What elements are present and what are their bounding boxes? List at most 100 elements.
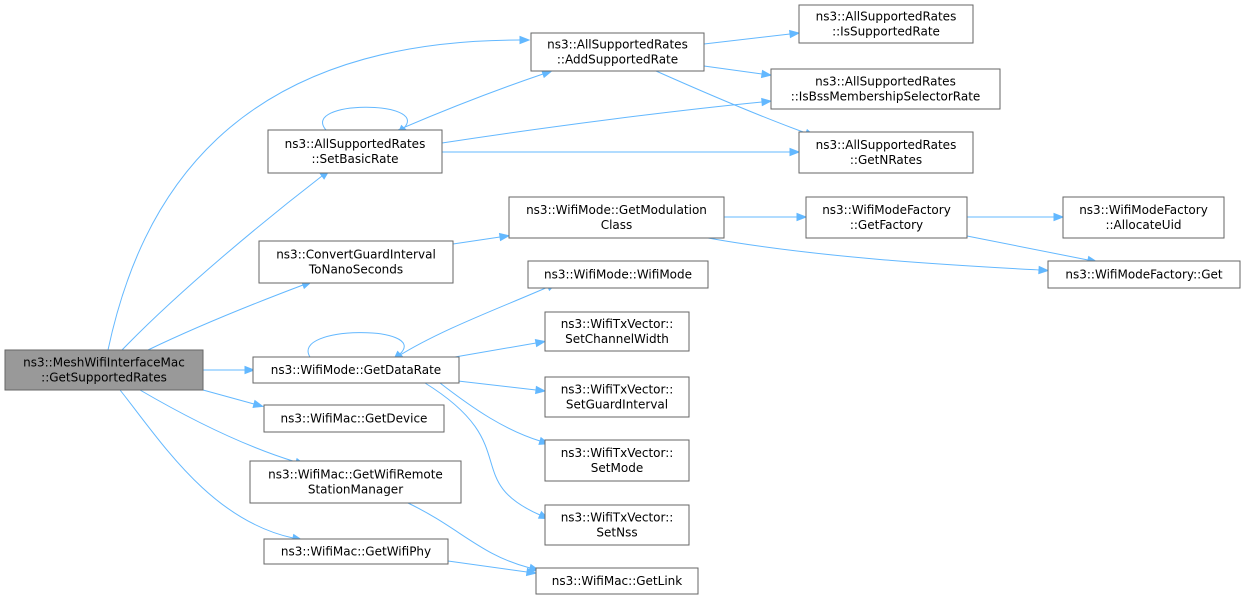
node-set-mode[interactable]: ns3::WifiTxVector::SetMode: [544, 439, 690, 482]
edge-add-supported-rate-to-is-bss-membership: [703, 65, 773, 79]
node-label-line: ns3::WifiMac::GetLink: [552, 574, 682, 588]
edge-arrowhead: [244, 365, 256, 375]
edge-get-supported-rates-to-get-device: [202, 389, 265, 408]
node-label-line: ns3::WifiModeFactory: [822, 203, 951, 217]
edge-get-modulation-class-to-get-factory: [724, 212, 808, 222]
edge-get-supported-rates-to-convert-guard-interval: [147, 281, 313, 351]
node-label-line: ns3::WifiMode::GetDataRate: [271, 363, 441, 377]
node-is-supported-rate[interactable]: ns3::AllSupportedRates::IsSupportedRate: [798, 4, 974, 44]
node-get-device[interactable]: ns3::WifiMac::GetDevice: [263, 404, 445, 433]
node-box[interactable]: [805, 196, 968, 239]
node-box[interactable]: [544, 311, 690, 352]
edge-line: [121, 175, 323, 351]
node-box[interactable]: [263, 538, 449, 565]
edge-line: [202, 389, 255, 405]
node-label-line: SetGuardInterval: [566, 398, 668, 412]
node-label-line: ::GetFactory: [850, 218, 923, 232]
node-box[interactable]: [798, 4, 974, 44]
node-get-n-rates[interactable]: ns3::AllSupportedRates::GetNRates: [798, 131, 974, 174]
node-box[interactable]: [530, 32, 705, 72]
node-get-data-rate[interactable]: ns3::WifiMode::GetDataRate: [252, 356, 460, 384]
edge-convert-guard-interval-to-get-modulation-class: [452, 232, 511, 245]
node-box[interactable]: [1062, 196, 1225, 239]
node-get-wifi-phy[interactable]: ns3::WifiMac::GetWifiPhy: [263, 538, 449, 565]
node-get-remote-station-manager[interactable]: ns3::WifiMac::GetWifiRemoteStationManage…: [249, 460, 462, 504]
node-box[interactable]: [258, 240, 454, 284]
node-wifi-mode-ctor[interactable]: ns3::WifiMode::WifiMode: [527, 260, 709, 289]
edge-line: [147, 284, 304, 351]
node-box[interactable]: [770, 68, 1001, 110]
node-label-line: ns3::WifiTxVector::: [561, 383, 674, 397]
edge-arrowhead: [525, 567, 538, 577]
edge-add-supported-rate-to-is-supported-rate: [703, 29, 801, 45]
node-label-line: ns3::AllSupportedRates: [816, 10, 957, 24]
node-get-supported-rates[interactable]: ns3::MeshWifiInterfaceMac::GetSupportedR…: [4, 349, 204, 391]
edge-line: [457, 380, 537, 391]
node-is-bss-membership[interactable]: ns3::AllSupportedRates::IsBssMembershipS…: [770, 68, 1001, 110]
edge-get-supported-rates-to-add-supported-rate: [107, 35, 531, 351]
node-label-line: ns3::WifiTxVector::: [561, 317, 674, 331]
node-box[interactable]: [535, 567, 699, 595]
node-box[interactable]: [249, 460, 462, 504]
node-label-line: ns3::WifiModeFactory: [1079, 203, 1208, 217]
edge-set-basic-rate-to-add-supported-rate: [397, 70, 553, 131]
edge-get-data-rate-to-set-channel-width: [454, 338, 547, 358]
edge-line: [703, 65, 763, 75]
edge-arrowhead: [789, 29, 801, 39]
edge-arrowhead: [498, 232, 511, 242]
node-box[interactable]: [508, 196, 725, 239]
edge-get-modulation-class-to-wifi-mode-factory-get: [707, 237, 1050, 275]
edge-line: [139, 389, 297, 463]
edge-set-basic-rate-to-is-bss-membership: [441, 97, 773, 144]
edge-get-data-rate-to-wifi-mode-ctor: [396, 282, 558, 358]
edge-set-basic-rate-to-get-n-rates: [442, 147, 801, 157]
node-label-line: ns3::WifiTxVector::: [561, 511, 674, 525]
node-add-supported-rate[interactable]: ns3::AllSupportedRates::AddSupportedRate: [530, 32, 705, 72]
node-allocate-uid[interactable]: ns3::WifiModeFactory::AllocateUid: [1062, 196, 1225, 239]
node-box[interactable]: [252, 356, 460, 384]
node-label-line: ::AllocateUid: [1105, 218, 1181, 232]
edge-line: [119, 389, 294, 539]
node-box[interactable]: [1047, 260, 1241, 289]
edge-line: [397, 73, 544, 131]
node-box[interactable]: [544, 504, 690, 546]
node-label-line: ::IsBssMembershipSelectorRate: [791, 90, 981, 104]
edge-line: [424, 382, 541, 516]
node-set-nss[interactable]: ns3::WifiTxVector::SetNss: [544, 504, 690, 546]
node-label-line: ns3::WifiTxVector::: [561, 446, 674, 460]
node-set-guard-interval[interactable]: ns3::WifiTxVector::SetGuardInterval: [544, 376, 690, 418]
edge-arrowhead: [541, 70, 553, 79]
node-get-factory[interactable]: ns3::WifiModeFactory::GetFactory: [805, 196, 968, 239]
edge-line: [439, 382, 541, 442]
edge-get-factory-to-allocate-uid: [967, 212, 1065, 222]
node-label-line: ns3::WifiModeFactory::Get: [1065, 268, 1222, 282]
node-box[interactable]: [544, 376, 690, 418]
node-label-line: ns3::WifiMac::GetDevice: [281, 412, 428, 426]
node-wifi-mode-factory-get[interactable]: ns3::WifiModeFactory::Get: [1047, 260, 1241, 289]
edge-line: [454, 342, 537, 358]
node-label-line: ns3::WifiMode::GetModulation: [526, 203, 707, 217]
edge-arrowhead: [519, 35, 531, 45]
edge-line: [396, 286, 549, 358]
node-label-line: ns3::AllSupportedRates: [815, 75, 956, 89]
node-box[interactable]: [267, 129, 443, 174]
edge-get-wifi-phy-to-get-link: [447, 560, 538, 577]
node-set-basic-rate[interactable]: ns3::AllSupportedRates::SetBasicRate: [267, 129, 443, 174]
node-label-line: SetChannelWidth: [565, 332, 669, 346]
node-box[interactable]: [798, 131, 974, 174]
node-box[interactable]: [4, 349, 204, 391]
node-set-channel-width[interactable]: ns3::WifiTxVector::SetChannelWidth: [544, 311, 690, 352]
nodes-layer: ns3::MeshWifiInterfaceMac::GetSupportedR…: [4, 4, 1241, 595]
edge-line: [441, 101, 763, 144]
node-box[interactable]: [544, 439, 690, 482]
edge-get-supported-rates-to-get-data-rate: [203, 365, 256, 375]
node-box[interactable]: [527, 260, 709, 289]
node-get-link[interactable]: ns3::WifiMac::GetLink: [535, 567, 699, 595]
node-box[interactable]: [263, 404, 445, 433]
node-label-line: ::GetNRates: [850, 153, 922, 167]
node-label-line: ns3::AllSupportedRates: [285, 137, 426, 151]
node-label-line: ns3::WifiMac::GetWifiPhy: [281, 545, 431, 559]
